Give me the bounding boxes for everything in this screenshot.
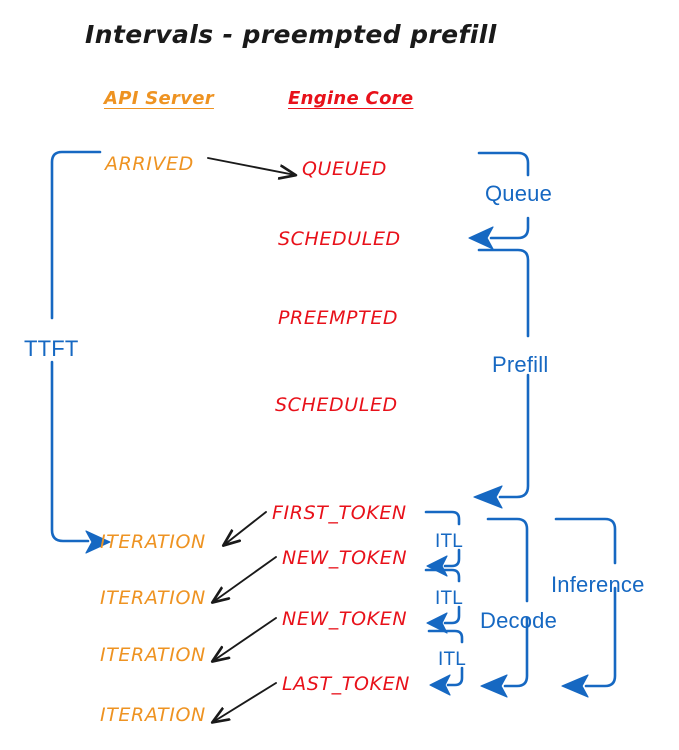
state-label-iteration: ITERATION bbox=[100, 587, 206, 609]
column-header-api-server: API Server bbox=[104, 88, 214, 109]
annotation-label-itl: ITL bbox=[435, 588, 464, 609]
annotation-label-itl: ITL bbox=[435, 531, 464, 552]
state-label-scheduled: SCHEDULED bbox=[275, 394, 398, 416]
bracket-itl-2 bbox=[424, 568, 461, 625]
arrowhead-itl-2 bbox=[426, 612, 448, 634]
arrow-new-token-to-iteration-1 bbox=[213, 556, 277, 602]
annotation-label-ttft: TTFT bbox=[24, 336, 79, 361]
arrow-arrived-to-queued bbox=[207, 157, 295, 175]
bracket-decode bbox=[486, 517, 529, 688]
arrowhead-decode bbox=[480, 674, 508, 698]
state-label-preempted: PREEMPTED bbox=[278, 307, 399, 329]
column-header-engine-core: Engine Core bbox=[288, 88, 414, 109]
arrow-first-token-to-iteration bbox=[224, 511, 267, 545]
bracket-prefill bbox=[477, 248, 530, 499]
bracket-itl-1 bbox=[424, 510, 461, 568]
state-label-last-token: LAST_TOKEN bbox=[282, 673, 410, 695]
annotation-label-prefill: Prefill bbox=[492, 352, 549, 377]
arrowhead-ttft bbox=[85, 530, 111, 554]
state-label-scheduled: SCHEDULED bbox=[278, 228, 401, 250]
bracket-itl-3 bbox=[427, 629, 464, 687]
state-label-queued: QUEUED bbox=[302, 158, 388, 180]
annotation-label-inference: Inference bbox=[551, 572, 645, 597]
state-label-new-token: NEW_TOKEN bbox=[282, 547, 408, 569]
state-label-arrived: ARRIVED bbox=[105, 153, 194, 175]
arrowhead-inference bbox=[561, 674, 589, 698]
state-label-iteration: ITERATION bbox=[100, 531, 206, 553]
bracket-ttft bbox=[50, 150, 102, 543]
arrowhead-queue bbox=[468, 226, 494, 250]
state-label-first-token: FIRST_TOKEN bbox=[272, 502, 407, 524]
state-label-new-token: NEW_TOKEN bbox=[282, 608, 408, 630]
bracket-inference bbox=[554, 517, 617, 688]
annotation-label-decode: Decode bbox=[480, 608, 558, 633]
annotation-label-queue: Queue bbox=[485, 181, 553, 206]
arrow-last-token-to-iteration-3 bbox=[213, 682, 277, 722]
arrowhead-prefill bbox=[473, 485, 503, 509]
arrow-new-token-to-iteration-2 bbox=[213, 617, 277, 661]
state-label-iteration: ITERATION bbox=[100, 644, 206, 666]
bracket-queue bbox=[477, 151, 530, 240]
annotation-label-itl: ITL bbox=[438, 649, 467, 670]
state-label-iteration: ITERATION bbox=[100, 704, 206, 726]
arrowhead-itl-3 bbox=[429, 674, 451, 696]
page-title: Intervals - preempted prefill bbox=[85, 20, 497, 49]
